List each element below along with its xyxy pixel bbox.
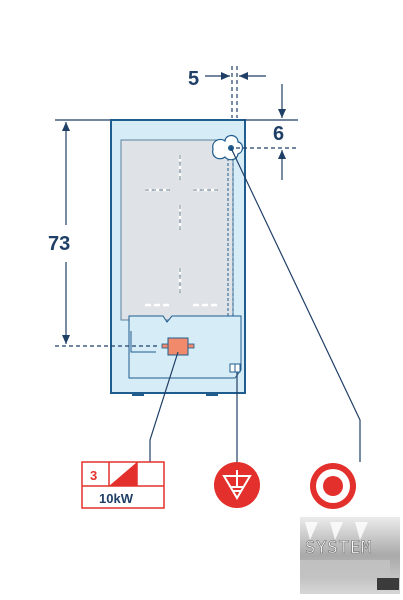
conduit-dashed [227,158,234,320]
phase-triangle-icon [109,462,137,486]
system-logo [300,517,400,594]
dimension-right-gap [236,84,298,180]
dimension-top-gap [205,66,266,118]
cooking-surface [120,139,234,321]
dimension-height-label: 73 [48,233,70,255]
dimension-top-label: 5 [188,68,199,90]
system-logo-text: SYSTEM [305,538,372,558]
ground-connector-icon [229,363,241,373]
equipotential-terminal-icon [214,462,260,508]
power-rating-label: 10kW [99,491,134,506]
leader-lines [149,147,361,462]
gas-connection-icon [212,134,244,161]
power-terminal-icon [161,337,195,356]
power-badge [81,461,165,509]
connection-point-icon [310,463,356,509]
dimension-right-label: 6 [273,123,284,145]
power-phase-label: 3 [90,468,97,483]
dimension-height [55,119,160,347]
